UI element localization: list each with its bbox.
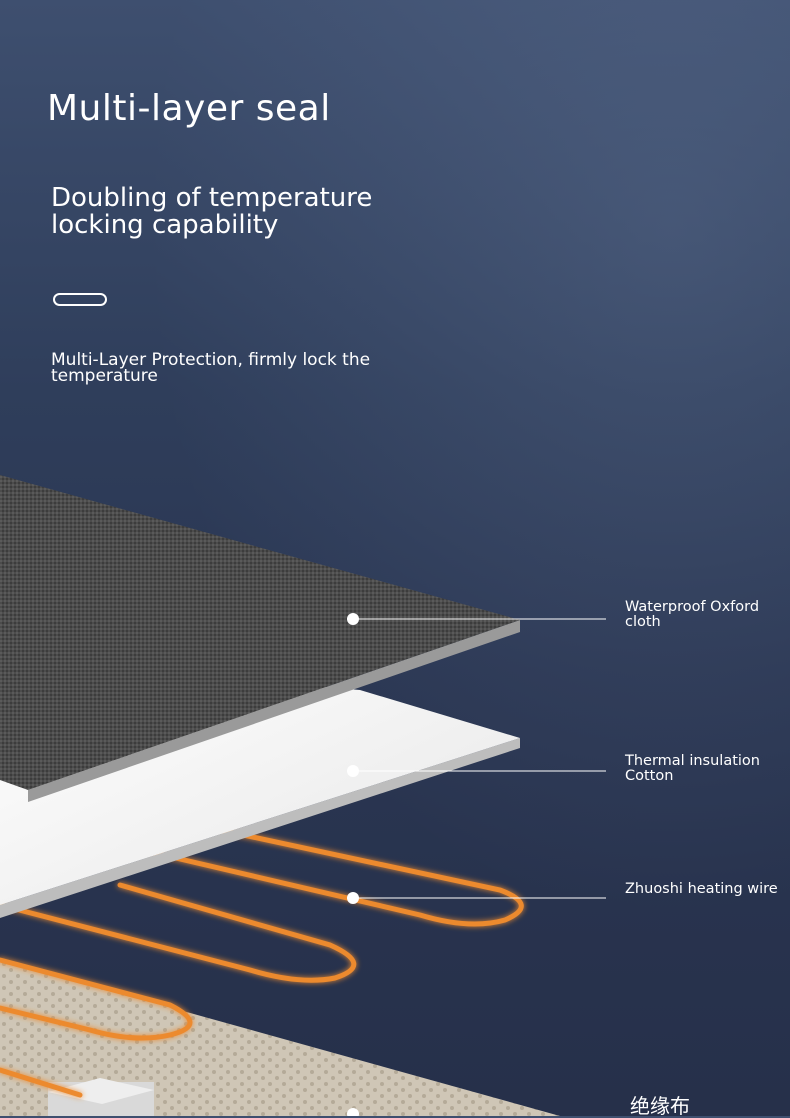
callout-dot-cotton [347,765,359,777]
page-subtitle: Doubling of temperature locking capabili… [51,183,373,240]
oxford-layer [0,475,520,790]
label-heating-wire: Zhuoshi heating wire [625,881,778,897]
label-insulation-cloth: 绝缘布 [630,1094,690,1118]
heating-wire [0,827,524,1098]
oxford-layer-side [28,620,520,802]
decorative-pill [53,293,107,306]
base-block-top [48,1078,154,1104]
page-title: Multi-layer seal [47,88,331,129]
label-thermal-cotton: Thermal insulation Cotton [625,753,760,784]
page-description: Multi-Layer Protection, firmly lock the … [51,350,371,386]
callout-dot-wire [347,892,359,904]
callout-dot-base [347,1108,359,1116]
cotton-layer-side [0,738,520,918]
callout-dot-oxford [347,613,359,625]
label-oxford-cloth: Waterproof Oxford cloth [625,599,760,630]
